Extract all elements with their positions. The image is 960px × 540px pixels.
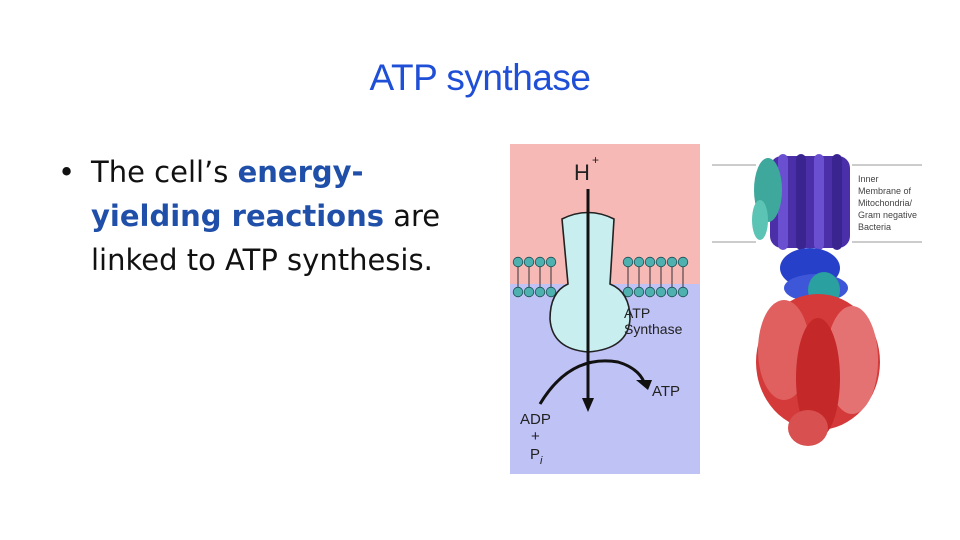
proton-charge-label: + — [592, 153, 599, 167]
stalk-subunits — [780, 248, 848, 308]
lipid-head — [644, 286, 656, 298]
lipid-head — [677, 286, 689, 298]
bullet-dot-icon: • — [58, 155, 76, 189]
structure-label-line4: Gram negative — [858, 210, 917, 220]
lipid-head — [622, 256, 634, 268]
lipid-head — [534, 256, 546, 268]
lipid-head — [677, 256, 689, 268]
lipid-head — [545, 256, 557, 268]
catalytic-head — [756, 294, 880, 446]
atp-synthase-structure-image: Inner Membrane of Mitochondria/ Gram neg… — [712, 154, 922, 446]
proton-label: H — [574, 160, 590, 185]
bullet-suffix: are linked to ATP synthesis. — [91, 199, 441, 277]
bullet-prefix: The cell’s — [91, 155, 238, 189]
product-atp-label: ATP — [652, 383, 680, 400]
structure-label-line1: Inner — [858, 174, 879, 184]
reaction-arrowhead-icon — [636, 380, 652, 390]
lipid-bilayer — [512, 256, 689, 298]
lipid-head — [512, 256, 524, 268]
lipid-head — [666, 256, 678, 268]
membrane-subunits — [770, 154, 850, 250]
lipid-head — [666, 286, 678, 298]
substrate-pi-label: P — [530, 446, 540, 463]
lipid-head — [633, 286, 645, 298]
slide-title: ATP synthase — [369, 57, 591, 98]
lipid-head — [644, 256, 656, 268]
lipid-head — [523, 256, 535, 268]
substrate-pi-subscript: i — [540, 455, 543, 467]
teal-subunit — [752, 158, 782, 240]
bullet-highlight: energy-yielding reactions — [91, 155, 385, 233]
structure-label-line2: Membrane of — [858, 186, 912, 196]
lipid-head — [655, 256, 667, 268]
bullet-point: • The cell’s energy-yielding reactions a… — [58, 150, 482, 282]
lipid-head — [545, 286, 557, 298]
reaction-curve-arrow — [538, 359, 646, 405]
lipid-head — [523, 286, 535, 298]
structure-label-line5: Bacteria — [858, 222, 891, 232]
enzyme-label-line2: Synthase — [624, 321, 683, 337]
lipid-head — [633, 256, 645, 268]
enzyme-body — [549, 211, 631, 353]
lipid-head — [512, 286, 524, 298]
substrate-adp-label: ADP — [520, 411, 551, 428]
structure-label-line3: Mitochondria/ — [858, 198, 913, 208]
substrate-plus-label: + — [531, 428, 540, 445]
bullet-text: The cell’s energy-yielding reactions are… — [62, 150, 482, 282]
proton-arrowhead-icon — [582, 398, 594, 412]
enzyme-label-line1: ATP — [624, 305, 650, 321]
atp-synthase-diagram: H + ATP Synthase ATP ADP + P i — [510, 144, 700, 474]
lipid-head — [534, 286, 546, 298]
lipid-head — [655, 286, 667, 298]
lipid-head — [622, 286, 634, 298]
